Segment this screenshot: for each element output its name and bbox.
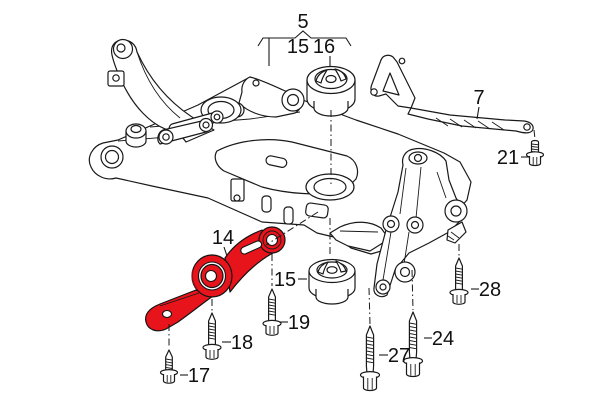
bolt-part-27[interactable] xyxy=(359,325,381,392)
callout-label-17[interactable]: 17 xyxy=(188,365,210,387)
callout-label-21[interactable]: 21 xyxy=(497,147,519,169)
callout-label-27[interactable]: 27 xyxy=(388,345,410,367)
callout-label-15-mid[interactable]: 15 xyxy=(274,269,296,291)
front-mount-bushing-part-16[interactable] xyxy=(306,65,356,117)
bolt-part-28[interactable] xyxy=(449,257,469,305)
callout-label-15-top[interactable]: 15 xyxy=(287,36,309,58)
bolt-part-19[interactable] xyxy=(262,288,282,336)
callouts: 5 15 16 7 21 14 15 19 18 17 27 24 28 xyxy=(180,11,529,387)
bolt-part-21[interactable] xyxy=(525,139,545,167)
leader-14 xyxy=(223,246,228,257)
callout-label-16[interactable]: 16 xyxy=(313,36,335,58)
callout-label-28[interactable]: 28 xyxy=(479,279,501,301)
callout-label-14[interactable]: 14 xyxy=(212,227,234,249)
callout-label-5[interactable]: 5 xyxy=(297,11,308,33)
bolt-part-17[interactable] xyxy=(159,349,179,384)
pendulum-attachment-tab xyxy=(305,202,329,219)
leader-7 xyxy=(476,106,480,120)
rear-mount-bushing-part-15[interactable] xyxy=(308,258,356,305)
assembly-centerlines xyxy=(168,110,536,348)
callout-label-19[interactable]: 19 xyxy=(288,312,310,334)
bolt-part-18[interactable] xyxy=(202,312,222,360)
callout-label-24[interactable]: 24 xyxy=(432,328,454,350)
rear-mount-bracket xyxy=(329,147,468,298)
support-bracket-part-7[interactable] xyxy=(370,54,534,134)
pendulum-support-part-14[interactable] xyxy=(145,226,286,332)
group-bracket-line xyxy=(257,30,352,47)
callout-label-18[interactable]: 18 xyxy=(231,332,253,354)
callout-label-7[interactable]: 7 xyxy=(473,87,484,109)
subframe-drawing[interactable] xyxy=(88,38,472,298)
